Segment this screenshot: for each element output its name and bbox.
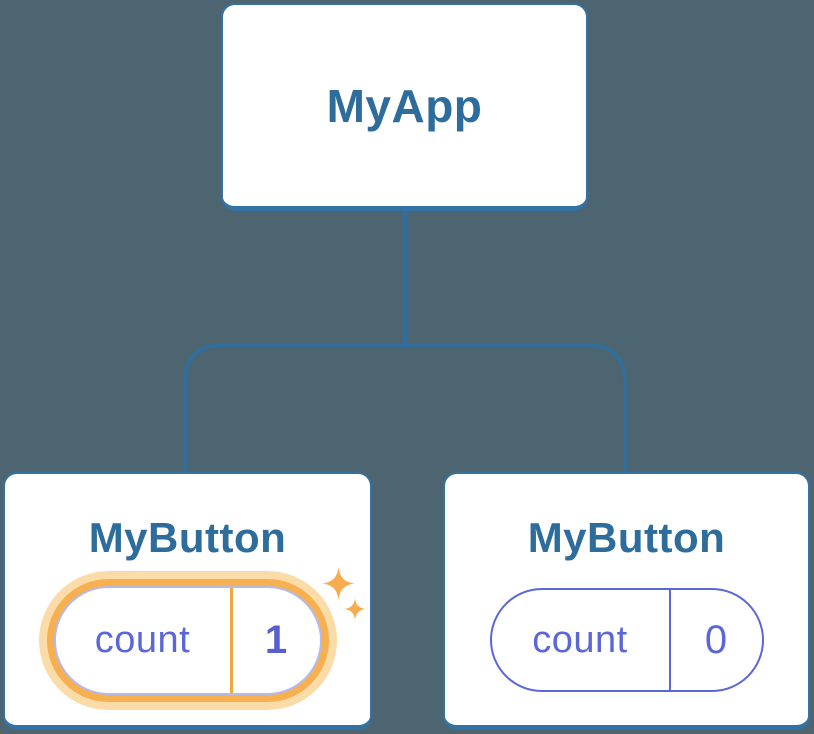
node-title: MyApp	[326, 79, 483, 132]
state-badge: count 0	[489, 588, 764, 692]
node-myapp: MyApp	[221, 3, 588, 211]
node-title: MyButton	[88, 514, 287, 561]
state-badge-divider	[229, 588, 233, 693]
state-badge-highlighted: count 1	[53, 586, 322, 695]
connector-bracket	[183, 343, 627, 472]
sparkle-icon	[322, 567, 355, 600]
state-key-label: count	[94, 619, 191, 661]
sparkle-icon	[344, 598, 366, 620]
state-key-label: count	[532, 618, 628, 661]
state-badge-divider	[668, 590, 671, 690]
state-value: 1	[264, 618, 288, 662]
node-mybutton-right: MyButton count 0	[443, 472, 810, 730]
node-title: MyButton	[527, 514, 726, 561]
state-value: 0	[704, 617, 728, 662]
node-mybutton-left: MyButton count 1	[3, 472, 372, 730]
